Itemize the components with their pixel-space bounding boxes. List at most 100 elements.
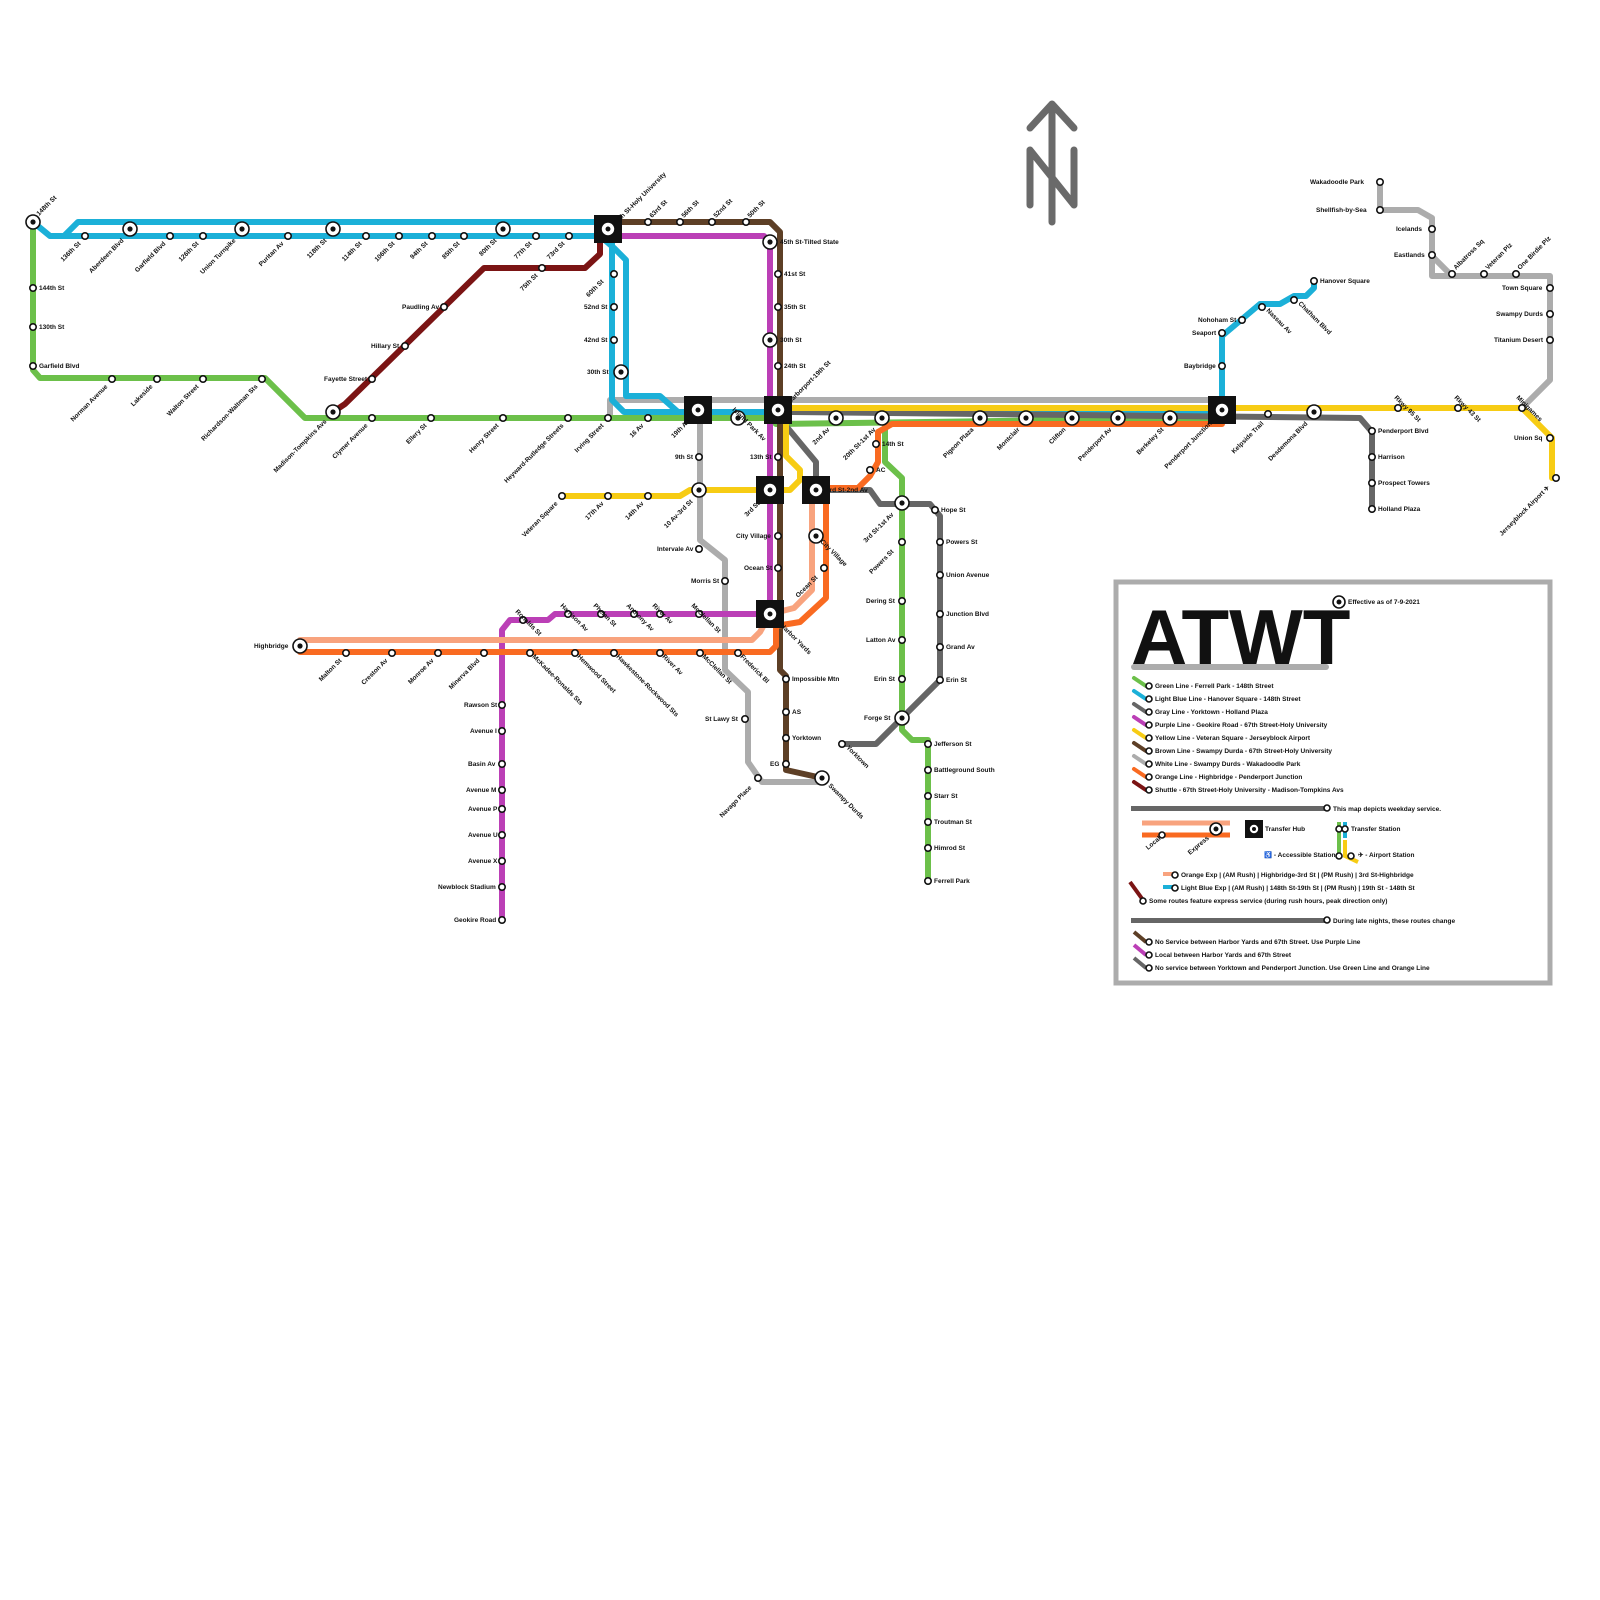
- station-battleground[interactable]: [923, 765, 932, 774]
- station-baybridge[interactable]: [1218, 361, 1227, 370]
- station-73rd[interactable]: [564, 232, 573, 241]
- station-minerva[interactable]: [479, 648, 488, 657]
- station-63rd[interactable]: [643, 218, 652, 227]
- station-holland[interactable]: [1368, 504, 1377, 513]
- station-35th[interactable]: [773, 302, 782, 311]
- station-albatross[interactable]: [1448, 269, 1457, 278]
- station-norman[interactable]: [108, 374, 117, 383]
- station-106th[interactable]: [394, 232, 403, 241]
- station-nohoham[interactable]: [1238, 315, 1247, 324]
- station-seaport[interactable]: [1218, 328, 1227, 337]
- station-frederick[interactable]: [733, 648, 742, 657]
- station-eg[interactable]: [781, 759, 790, 768]
- station-malton[interactable]: [341, 648, 350, 657]
- station-mcclellanP[interactable]: [694, 609, 703, 618]
- station-rkwy95[interactable]: [1394, 403, 1403, 412]
- station-garfieldB[interactable]: [166, 232, 175, 241]
- station-hope[interactable]: [930, 505, 939, 514]
- station-garfieldG[interactable]: [28, 361, 37, 370]
- station-minigames[interactable]: [1518, 403, 1527, 412]
- station-junction[interactable]: [935, 609, 944, 618]
- station-rawson[interactable]: [497, 700, 506, 709]
- station-144th[interactable]: [28, 283, 37, 292]
- station-clymer[interactable]: [367, 413, 376, 422]
- station-anthony[interactable]: [629, 609, 638, 618]
- station-titanium[interactable]: [1546, 335, 1555, 344]
- station-monroe[interactable]: [433, 648, 442, 657]
- station-stlawy[interactable]: [740, 714, 749, 723]
- station-rkwy43[interactable]: [1454, 403, 1463, 412]
- station-ferrell[interactable]: [923, 876, 932, 885]
- station-veteranplz[interactable]: [1480, 269, 1489, 278]
- station-veteran[interactable]: [557, 491, 566, 500]
- station-paudling[interactable]: [439, 302, 448, 311]
- station-erinW[interactable]: [897, 674, 906, 683]
- station-starr[interactable]: [923, 791, 932, 800]
- station-77th[interactable]: [531, 232, 540, 241]
- station-52nd[interactable]: [707, 218, 716, 227]
- station-24th[interactable]: [773, 361, 782, 370]
- station-aveu[interactable]: [497, 830, 506, 839]
- station-morris[interactable]: [720, 576, 729, 585]
- station-swampyE[interactable]: [1546, 309, 1555, 318]
- station-grand[interactable]: [935, 642, 944, 651]
- station-onebirdie[interactable]: [1512, 269, 1521, 278]
- station-unionsq[interactable]: [1546, 433, 1555, 442]
- station-chatham[interactable]: [1290, 295, 1299, 304]
- station-himrod[interactable]: [923, 843, 932, 852]
- station-56th[interactable]: [675, 218, 684, 227]
- station-geokire[interactable]: [497, 915, 506, 924]
- station-powersE[interactable]: [935, 537, 944, 546]
- station-riverP[interactable]: [655, 609, 664, 618]
- station-fayette[interactable]: [367, 374, 376, 383]
- station-riverO[interactable]: [655, 648, 664, 657]
- station-navago[interactable]: [753, 773, 762, 782]
- station-richwal[interactable]: [257, 374, 266, 383]
- station-42ndB[interactable]: [609, 335, 618, 344]
- station-dering[interactable]: [897, 596, 906, 605]
- station-avep[interactable]: [497, 804, 506, 813]
- station-52ndB[interactable]: [609, 302, 618, 311]
- station-jersey[interactable]: [1552, 473, 1561, 482]
- station-jefferson[interactable]: [923, 739, 932, 748]
- station-14th[interactable]: [643, 491, 652, 500]
- station-94th[interactable]: [427, 232, 436, 241]
- station-41st[interactable]: [773, 269, 782, 278]
- station-as[interactable]: [781, 707, 790, 716]
- station-hillary[interactable]: [400, 341, 409, 350]
- station-henry[interactable]: [498, 413, 507, 422]
- station-avem[interactable]: [497, 785, 506, 794]
- station-ac[interactable]: [865, 465, 874, 474]
- station-erinE[interactable]: [935, 675, 944, 684]
- station-mckadee[interactable]: [525, 648, 534, 657]
- station-intervale[interactable]: [694, 544, 703, 553]
- station-17th[interactable]: [603, 491, 612, 500]
- station-shellfish[interactable]: [1376, 206, 1385, 215]
- station-oceanst[interactable]: [773, 563, 782, 572]
- station-eastlands[interactable]: [1428, 251, 1437, 260]
- station-newblock[interactable]: [497, 882, 506, 891]
- station-50th[interactable]: [741, 218, 750, 227]
- station-9th[interactable]: [694, 452, 703, 461]
- station-harrisonG[interactable]: [1368, 452, 1377, 461]
- station-troutman[interactable]: [923, 817, 932, 826]
- station-irving[interactable]: [603, 413, 612, 422]
- station-126th[interactable]: [199, 232, 208, 241]
- station-icelands[interactable]: [1428, 225, 1437, 234]
- station-powersW[interactable]: [897, 537, 906, 546]
- station-ocean2[interactable]: [819, 563, 828, 572]
- station-impossible[interactable]: [781, 674, 790, 683]
- station-wakadoodle[interactable]: [1376, 178, 1385, 187]
- station-avex[interactable]: [497, 856, 506, 865]
- station-60thB[interactable]: [609, 269, 618, 278]
- station-basin[interactable]: [497, 759, 506, 768]
- station-phelan[interactable]: [596, 609, 605, 618]
- station-puritan[interactable]: [283, 232, 292, 241]
- station-hawke[interactable]: [609, 648, 618, 657]
- station-hemwood[interactable]: [570, 648, 579, 657]
- station-130thG[interactable]: [28, 322, 37, 331]
- station-lakeside[interactable]: [153, 374, 162, 383]
- station-hanover[interactable]: [1310, 276, 1319, 285]
- station-walton[interactable]: [199, 374, 208, 383]
- station-ronalds[interactable]: [518, 615, 527, 624]
